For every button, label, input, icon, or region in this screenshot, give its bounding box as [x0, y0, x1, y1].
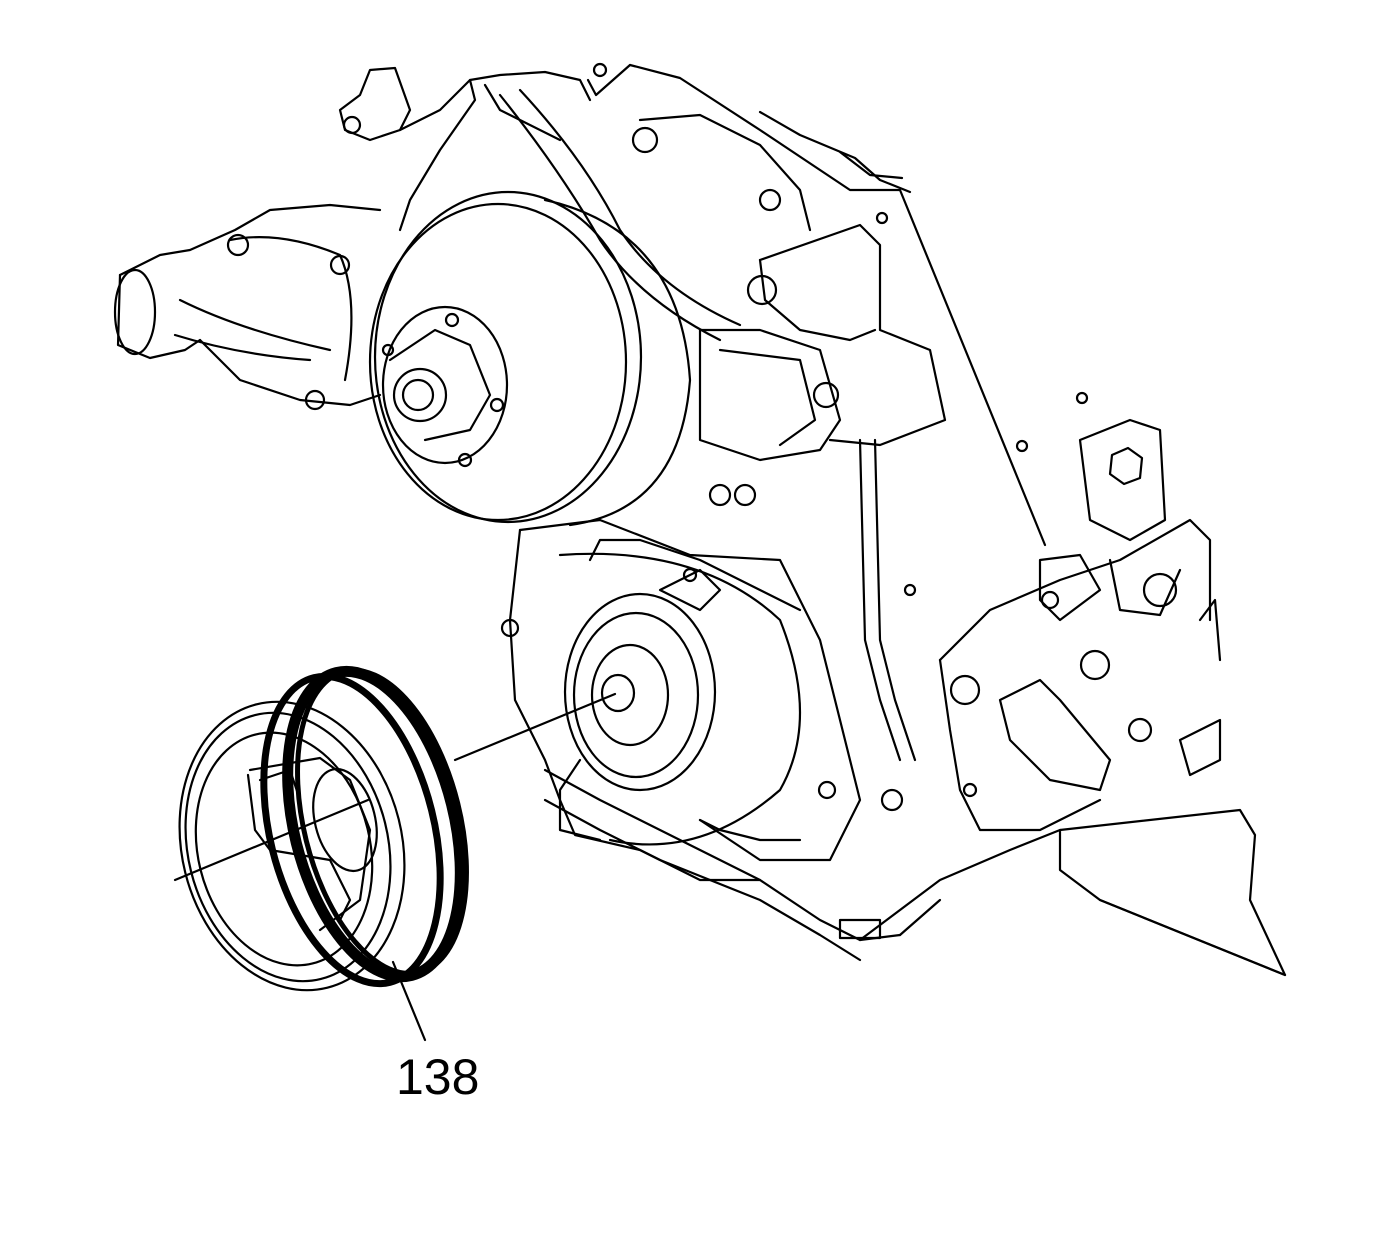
water-pump-pulley [370, 192, 690, 525]
engine-block [115, 64, 1045, 760]
leader-lines [175, 694, 615, 1040]
callout-label-138: 138 [396, 1049, 480, 1105]
timing-cover [502, 485, 902, 880]
oil-pan [545, 770, 1285, 975]
crankshaft-balancer [150, 653, 495, 1015]
right-bracket [877, 213, 1220, 830]
